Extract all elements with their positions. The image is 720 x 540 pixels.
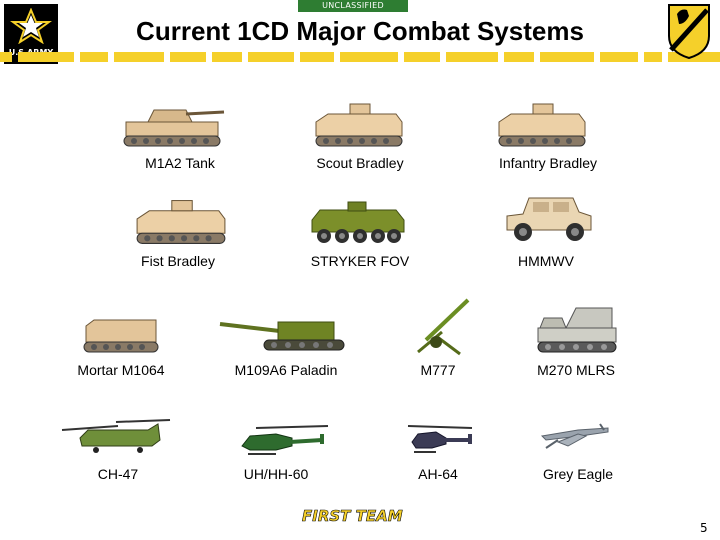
system-label: HMMWV [518,253,574,269]
system-label: Scout Bradley [316,155,404,171]
bradley-icon [498,103,586,147]
system-label: M1A2 Tank [145,155,215,171]
system-label: M270 MLRS [537,362,615,378]
first-cavalry-patch-icon [668,4,710,60]
system-label: AH-64 [418,466,458,482]
rocket-launcher-icon [537,307,617,353]
classification-banner: UNCLASSIFIED [298,0,408,12]
towed-howitzer-icon [417,298,470,356]
first-team-logo: FIRST TEAM [302,507,403,525]
bradley-icon [315,103,403,147]
blackhawk-icon [241,425,329,455]
system-label: M777 [420,362,456,378]
system-label: Fist Bradley [141,253,215,269]
apache-icon [407,425,473,453]
drone-icon [540,423,609,449]
page-number: 5 [700,521,708,535]
yellow-stripe [0,52,720,66]
page-title: Current 1CD Major Combat Systems [136,16,584,46]
system-label: Infantry Bradley [498,155,598,171]
tank-icon [123,109,225,147]
svg-text:FIRST TEAM: FIRST TEAM [302,507,403,525]
stryker-icon [311,201,405,243]
bradley-icon [136,200,226,244]
system-label: M109A6 Paladin [234,362,338,378]
chinook-icon [61,419,171,453]
system-label: Grey Eagle [542,466,614,482]
system-label: Mortar M1064 [77,362,165,378]
howitzer-icon [219,321,345,351]
system-label: STRYKER FOV [310,253,410,269]
hmmwv-icon [506,197,592,241]
apc-icon [83,319,159,353]
system-label: UH/HH-60 [243,466,309,482]
army-star-icon [10,8,52,44]
system-label: CH-47 [97,466,139,482]
